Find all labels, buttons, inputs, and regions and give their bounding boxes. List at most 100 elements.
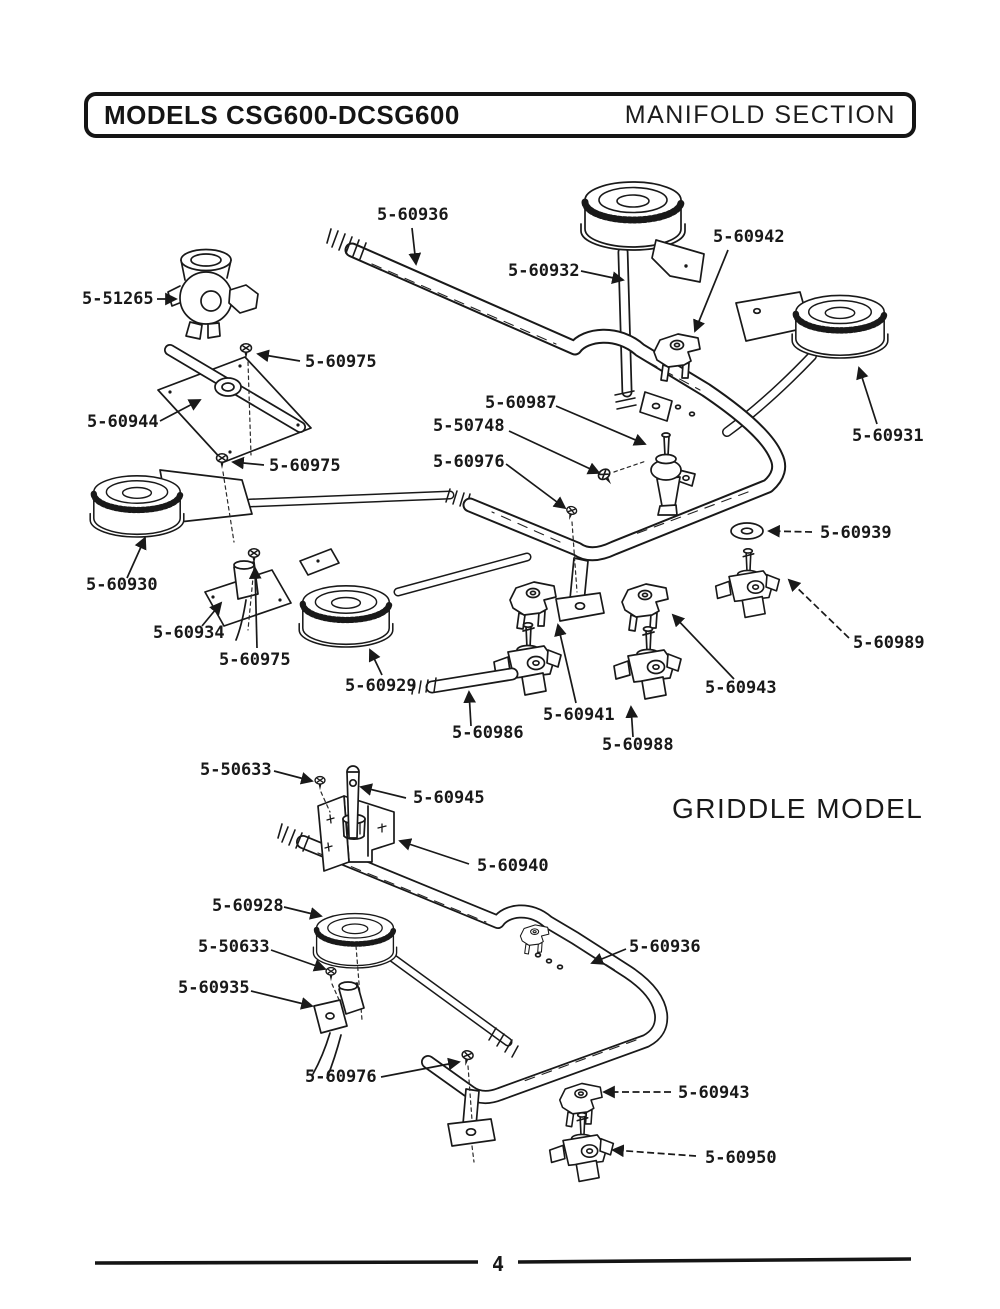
part-label-5-50748: 5-50748 bbox=[433, 416, 505, 436]
callout-5-60988: 5-60988 bbox=[602, 705, 674, 755]
pilot-tube-bracket-assembly bbox=[157, 344, 312, 463]
callout-5-60987: 5-60987 bbox=[485, 393, 647, 446]
clamp-bracket-5-60943-main bbox=[621, 583, 669, 632]
pipe-clip-griddle bbox=[519, 924, 550, 955]
callout-5-60930: 5-60930 bbox=[86, 536, 158, 595]
burner-griddle-5-60928 bbox=[313, 914, 396, 968]
manifold-pipe-griddle bbox=[277, 823, 669, 1163]
part-label-5-60930: 5-60930 bbox=[86, 575, 158, 595]
screw-5-50633-2 bbox=[325, 966, 337, 982]
callout-arrow bbox=[671, 613, 735, 680]
manifold-pipe-main bbox=[326, 228, 787, 622]
part-label-5-60928: 5-60928 bbox=[212, 896, 284, 916]
part-label-5-60941: 5-60941 bbox=[543, 705, 615, 725]
part-label-5-50633-1: 5-50633 bbox=[200, 760, 272, 780]
callout-5-60942: 5-60942 bbox=[693, 227, 785, 333]
callout-arrow bbox=[248, 566, 262, 649]
callout-arrow bbox=[590, 948, 627, 965]
pivot-pin-5-60945 bbox=[346, 765, 360, 839]
callout-5-60931: 5-60931 bbox=[852, 366, 924, 446]
screw-5-50633-1 bbox=[314, 775, 326, 791]
callout-5-60975-2: 5-60975 bbox=[231, 456, 341, 476]
callout-5-60943-main: 5-60943 bbox=[671, 613, 777, 698]
part-label-5-60943-griddle: 5-60943 bbox=[678, 1083, 750, 1103]
part-label-5-60975-3: 5-60975 bbox=[219, 650, 291, 670]
part-label-5-60975-1: 5-60975 bbox=[305, 352, 377, 372]
callout-5-50748: 5-50748 bbox=[433, 416, 601, 475]
part-label-5-60935: 5-60935 bbox=[178, 978, 250, 998]
part-label-5-60940: 5-60940 bbox=[477, 856, 549, 876]
callout-arrow bbox=[856, 366, 878, 425]
callout-5-50633-2: 5-50633 bbox=[198, 937, 327, 972]
callout-5-60940: 5-60940 bbox=[398, 838, 549, 876]
orifice-tube-5-60986 bbox=[411, 667, 519, 695]
diagram-main bbox=[90, 182, 888, 700]
part-label-5-60988: 5-60988 bbox=[602, 735, 674, 755]
callout-arrow bbox=[625, 705, 639, 738]
callout-arrow bbox=[270, 949, 327, 972]
callout-arrow bbox=[463, 690, 477, 727]
callout-5-60944: 5-60944 bbox=[87, 399, 202, 432]
callout-5-60989: 5-60989 bbox=[787, 578, 925, 653]
gas-valve-5-60989 bbox=[714, 548, 781, 619]
gas-valve-5-60988 bbox=[613, 625, 682, 700]
callout-arrow bbox=[408, 227, 422, 266]
part-label-5-51265: 5-51265 bbox=[82, 289, 154, 309]
griddle-model-title: GRIDDLE MODEL bbox=[672, 793, 923, 824]
part-label-5-60929: 5-60929 bbox=[345, 676, 417, 696]
mount-bracket-5-60940 bbox=[317, 765, 395, 872]
callout-arrow bbox=[283, 906, 323, 920]
burner-top bbox=[581, 182, 705, 410]
part-label-5-60950: 5-60950 bbox=[705, 1148, 777, 1168]
callout-5-60976-griddle: 5-60976 bbox=[305, 1057, 461, 1087]
part-label-5-60932: 5-60932 bbox=[508, 261, 580, 281]
part-label-5-60943-main: 5-60943 bbox=[705, 678, 777, 698]
part-label-5-50633-2: 5-50633 bbox=[198, 937, 270, 957]
callout-5-60975-3: 5-60975 bbox=[219, 566, 291, 670]
callout-arrow bbox=[231, 456, 265, 470]
part-label-5-60931: 5-60931 bbox=[852, 426, 924, 446]
section-title: MANIFOLD SECTION bbox=[624, 100, 896, 129]
models-title: MODELS CSG600-DCSG600 bbox=[104, 99, 460, 130]
callout-5-60975-1: 5-60975 bbox=[256, 349, 377, 372]
inlet-threads-main bbox=[326, 228, 367, 260]
part-label-5-60936-main: 5-60936 bbox=[377, 205, 449, 225]
inlet-threads-griddle bbox=[277, 823, 310, 852]
part-label-5-60934: 5-60934 bbox=[153, 623, 225, 643]
callout-arrow bbox=[368, 648, 383, 676]
gas-valve-left bbox=[493, 621, 562, 696]
part-label-5-60942: 5-60942 bbox=[713, 227, 785, 247]
page-number: 4 bbox=[492, 1252, 504, 1276]
callouts-main: 5-60936 5-60932 5-60942 5-51265 5-60975 … bbox=[82, 205, 925, 755]
part-label-5-60939: 5-60939 bbox=[820, 523, 892, 543]
callout-5-60986: 5-60986 bbox=[452, 690, 524, 743]
callout-5-60934: 5-60934 bbox=[153, 601, 225, 643]
burner-bottom-left bbox=[299, 548, 393, 647]
gas-valve-5-60950 bbox=[548, 1112, 615, 1183]
callout-5-60939: 5-60939 bbox=[767, 523, 892, 543]
callout-arrow bbox=[505, 463, 567, 510]
part-label-5-60944: 5-60944 bbox=[87, 412, 159, 432]
header-box: MODELS CSG600-DCSG600 MANIFOLD SECTION bbox=[84, 92, 916, 138]
callout-arrow bbox=[380, 1057, 461, 1078]
callout-5-60945: 5-60945 bbox=[359, 783, 485, 808]
callout-arrow bbox=[554, 623, 577, 704]
pressure-regulator bbox=[167, 248, 259, 340]
callout-5-60941: 5-60941 bbox=[543, 623, 615, 725]
footer-rule-left bbox=[94, 1260, 479, 1265]
callout-arrow bbox=[159, 399, 202, 422]
footer: 4 bbox=[94, 1252, 912, 1276]
callout-arrow bbox=[508, 430, 601, 475]
callouts-griddle: 5-50633 5-60945 5-60940 5-60928 5-50633 … bbox=[178, 760, 777, 1168]
part-label-5-60945: 5-60945 bbox=[413, 788, 485, 808]
footer-rule-right bbox=[517, 1257, 912, 1264]
part-label-5-60975-2: 5-60975 bbox=[269, 456, 341, 476]
callout-arrow bbox=[787, 578, 850, 639]
callout-arrow bbox=[201, 601, 223, 627]
callout-5-60932: 5-60932 bbox=[508, 261, 625, 284]
screw-5-60976-griddle bbox=[459, 1048, 475, 1068]
clamp-bracket-5-60941 bbox=[509, 581, 557, 630]
burner-venturi-tubes bbox=[245, 246, 817, 597]
callout-5-60935: 5-60935 bbox=[178, 978, 314, 1010]
